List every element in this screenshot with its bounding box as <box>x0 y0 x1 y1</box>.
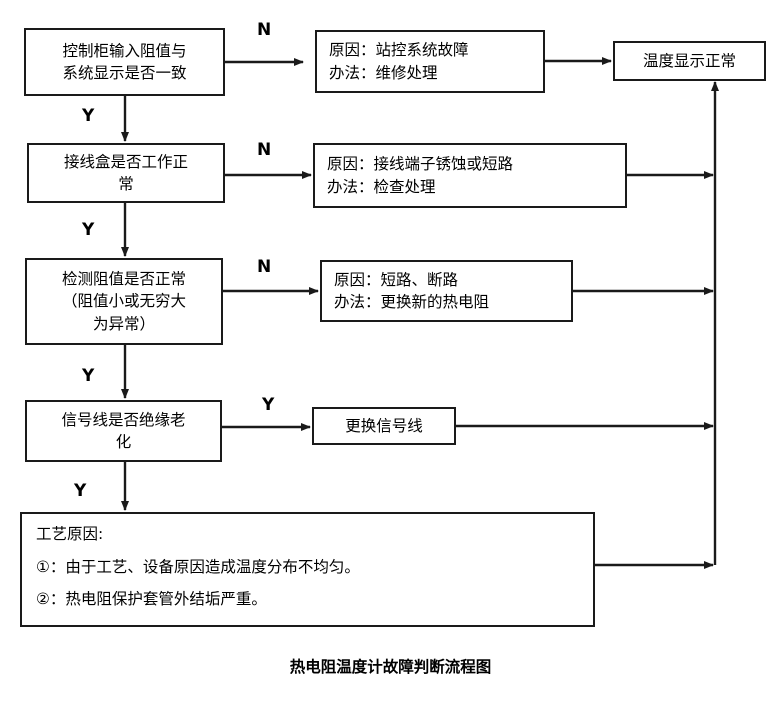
node-r3-line1: 原因：短路、断路 <box>334 270 459 289</box>
node-r3-short-or-open-circuit[interactable]: 原因：短路、断路 办法：更换新的热电阻 <box>320 260 573 322</box>
node-result-temperature-normal[interactable]: 温度显示正常 <box>613 41 766 81</box>
edge-label-y2: Y <box>82 220 95 240</box>
node-q2-junction-box-working[interactable]: 接线盒是否工作正 常 <box>27 143 225 203</box>
node-r3-line2: 办法：更换新的热电阻 <box>334 293 490 311</box>
edge-label-y-branch: Y <box>262 395 275 415</box>
node-r4-line1: 更换信号线 <box>345 416 423 435</box>
node-r2-line2: 办法：检查处理 <box>327 177 436 196</box>
node-q4-line1: 信号线是否绝缘老 <box>61 410 186 429</box>
node-q2-line2: 常 <box>118 175 134 193</box>
node-q3-resistance-normal[interactable]: 检测阻值是否正常 （阻值小或无穷大 为异常） <box>25 258 223 345</box>
node-result-line1: 温度显示正常 <box>642 51 736 70</box>
node-q4-line2: 化 <box>115 433 132 451</box>
node-q3-line3: 为异常） <box>92 314 155 333</box>
node-q3-line2: （阻值小或无穷大 <box>61 292 186 311</box>
figure-caption: 热电阻温度计故障判断流程图 <box>289 658 492 676</box>
node-q1-input-resistance-match[interactable]: 控制柜输入阻值与 系统显示是否一致 <box>24 28 225 96</box>
node-q3-line1: 检测阻值是否正常 <box>61 269 186 288</box>
edge-label-n2: N <box>257 140 272 160</box>
node-q4-signal-line-insulation-aging[interactable]: 信号线是否绝缘老 化 <box>25 400 222 462</box>
node-r1-line2: 办法：维修处理 <box>329 63 438 82</box>
node-q1-line2: 系统显示是否一致 <box>62 64 187 82</box>
edge-label-y4: Y <box>74 481 87 501</box>
edge-label-n1: N <box>257 20 272 40</box>
node-q2-line1: 接线盒是否工作正 <box>63 152 188 171</box>
node-r2-terminal-corrosion-short[interactable]: 原因：接线端子锈蚀或短路 办法：检查处理 <box>313 143 627 208</box>
node-r1-station-control-fault[interactable]: 原因：站控系统故障 办法：维修处理 <box>315 30 545 93</box>
node-r4-replace-signal-line[interactable]: 更换信号线 <box>312 407 456 445</box>
edge-label-n3: N <box>257 257 272 277</box>
node-r2-line1: 原因：接线端子锈蚀或短路 <box>327 155 514 174</box>
edge-label-y1: Y <box>82 106 95 126</box>
node-process-causes[interactable]: 工艺原因: ①：由于工艺、设备原因造成温度分布不均匀。 ②：热电阻保护套管外结垢… <box>20 512 595 627</box>
node-r1-line1: 原因：站控系统故障 <box>329 41 469 60</box>
process-item-1: ①：由于工艺、设备原因造成温度分布不均匀。 <box>36 558 360 577</box>
process-head: 工艺原因: <box>36 525 104 543</box>
edge-label-y3: Y <box>82 366 95 386</box>
process-item-2: ②：热电阻保护套管外结垢严重。 <box>36 589 267 608</box>
node-q1-line1: 控制柜输入阻值与 <box>62 41 187 60</box>
